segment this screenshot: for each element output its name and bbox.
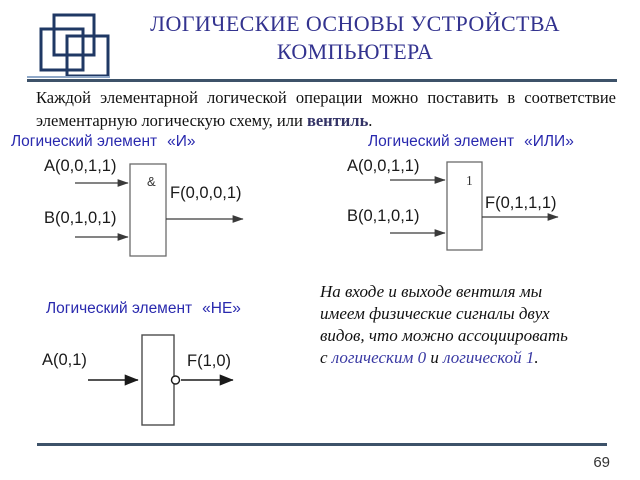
or-heading-name: «ИЛИ» — [524, 133, 574, 150]
intro-highlight-ventil: вентиль — [306, 110, 369, 130]
note-link-logical-0: логическим 0 — [331, 348, 427, 367]
note-line4-mid: и — [426, 348, 444, 367]
footer-divider — [37, 443, 607, 446]
and-heading-name: «И» — [167, 133, 196, 150]
intro-text: Каждой элементарной логической операции … — [36, 88, 616, 130]
or-gate-heading: Логический элемент «ИЛИ» — [368, 133, 574, 151]
not-heading-name: «НЕ» — [202, 300, 241, 317]
not-gate-heading: Логический элемент «НЕ» — [46, 300, 241, 318]
note-link-logical-1: логической 1 — [443, 348, 535, 367]
overlapping-squares-icon — [39, 13, 110, 78]
not-output-label: F(1,0) — [187, 352, 232, 370]
or-output-label: F(0,1,1,1) — [485, 194, 557, 212]
note-line4: с логическим 0 и логической 1. — [320, 347, 620, 369]
and-heading-prefix: Логический элемент — [11, 133, 158, 150]
note-line3: видов, что можно ассоциировать — [320, 326, 568, 345]
note-line4-prefix: с — [320, 348, 332, 367]
or-input-a-label: A(0,0,1,1) — [347, 157, 420, 175]
note-line2: имеем физические сигналы двух — [320, 304, 550, 323]
or-input-b-label: B(0,1,0,1) — [347, 207, 420, 225]
not-heading-prefix: Логический элемент — [46, 300, 193, 317]
slide-title-line2: КОМПЬЮТЕРА — [276, 39, 434, 64]
note-line1: На входе и выходе вентиля мы — [320, 282, 543, 301]
logo-underline — [27, 76, 110, 78]
and-input-a-label: A(0,0,1,1) — [44, 157, 117, 175]
not-gate-diagram — [88, 334, 234, 426]
not-gate-body — [141, 334, 175, 426]
inversion-bubble-icon — [170, 375, 181, 385]
slide-title-line1: ЛОГИЧЕСКИЕ ОСНОВЫ УСТРОЙСТВА — [150, 11, 560, 36]
and-gate-heading: Логический элемент «И» — [11, 133, 196, 151]
header-divider — [27, 79, 617, 82]
or-gate-body — [446, 161, 483, 251]
note-line4-suffix: . — [534, 348, 539, 367]
slide-title: ЛОГИЧЕСКИЕ ОСНОВЫ УСТРОЙСТВА КОМПЬЮТЕРА — [105, 10, 605, 66]
page-number: 69 — [593, 454, 610, 471]
intro-suffix: . — [368, 110, 373, 130]
and-symbol: & — [147, 174, 156, 189]
and-output-label: F(0,0,0,1) — [170, 184, 242, 202]
note-paragraph: На входе и выходе вентиля мы имеем физич… — [320, 281, 620, 369]
intro-paragraph: Каждой элементарной логической операции … — [36, 87, 616, 132]
not-input-label: A(0,1) — [42, 351, 87, 369]
or-heading-prefix: Логический элемент — [368, 133, 515, 150]
or-symbol: 1 — [466, 173, 473, 188]
and-input-b-label: B(0,1,0,1) — [44, 209, 117, 227]
